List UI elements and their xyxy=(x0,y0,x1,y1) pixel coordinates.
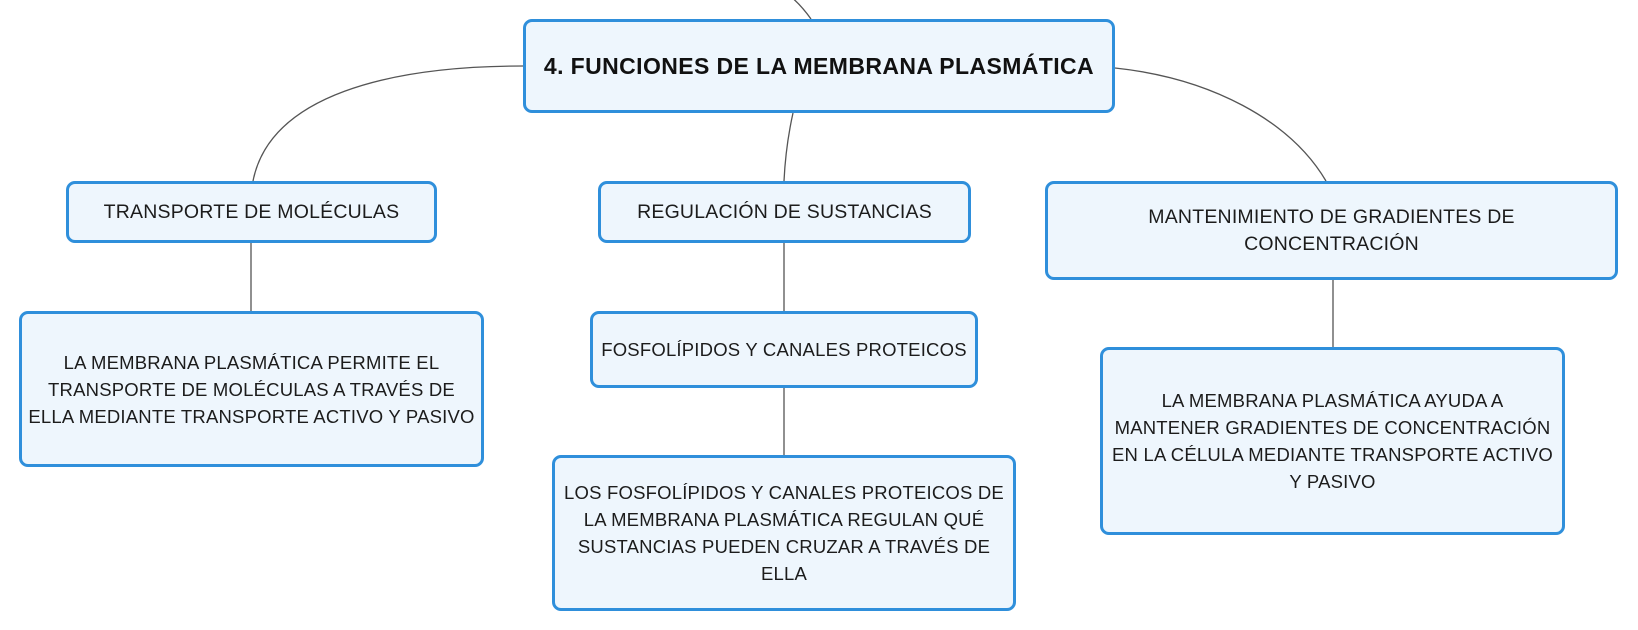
subtopic-label: LOS FOSFOLÍPIDOS Y CANALES PROTEICOS DE … xyxy=(564,482,1004,584)
subtopic-label: FOSFOLÍPIDOS Y CANALES PROTEICOS xyxy=(601,339,967,360)
topic-label: TRANSPORTE DE MOLÉCULAS xyxy=(103,200,400,223)
subtopic-label: LA MEMBRANA PLASMÁTICA PERMITE EL TRANSP… xyxy=(28,351,475,427)
topic-transporte-de-moleculas[interactable]: TRANSPORTE DE MOLÉCULAS xyxy=(66,181,437,243)
topic-label: REGULACIÓN DE SUSTANCIAS xyxy=(637,200,932,223)
subtopic-fosfolipidos-y-canales[interactable]: FOSFOLÍPIDOS Y CANALES PROTEICOS xyxy=(590,311,978,388)
root-topic-label: 4. FUNCIONES DE LA MEMBRANA PLASMÁTICA xyxy=(543,52,1095,79)
connector-parent-to-root xyxy=(793,0,812,20)
subtopic-gradientes-description[interactable]: LA MEMBRANA PLASMÁTICA AYUDA A MANTENER … xyxy=(1100,347,1565,535)
connector-root-to-regulacion xyxy=(783,112,794,182)
subtopic-regulacion-description[interactable]: LOS FOSFOLÍPIDOS Y CANALES PROTEICOS DE … xyxy=(552,455,1016,611)
root-topic-node[interactable]: 4. FUNCIONES DE LA MEMBRANA PLASMÁTICA xyxy=(523,19,1115,113)
subtopic-label: LA MEMBRANA PLASMÁTICA AYUDA A MANTENER … xyxy=(1112,390,1553,492)
connector-root-to-transporte xyxy=(252,65,524,182)
topic-mantenimiento-de-gradientes[interactable]: MANTENIMIENTO DE GRADIENTES DE CONCENTRA… xyxy=(1045,181,1618,280)
connector-root-to-mantenimiento xyxy=(1114,67,1327,182)
subtopic-transporte-description[interactable]: LA MEMBRANA PLASMÁTICA PERMITE EL TRANSP… xyxy=(19,311,484,467)
topic-label: MANTENIMIENTO DE GRADIENTES DE CONCENTRA… xyxy=(1148,205,1515,255)
topic-regulacion-de-sustancias[interactable]: REGULACIÓN DE SUSTANCIAS xyxy=(598,181,971,243)
